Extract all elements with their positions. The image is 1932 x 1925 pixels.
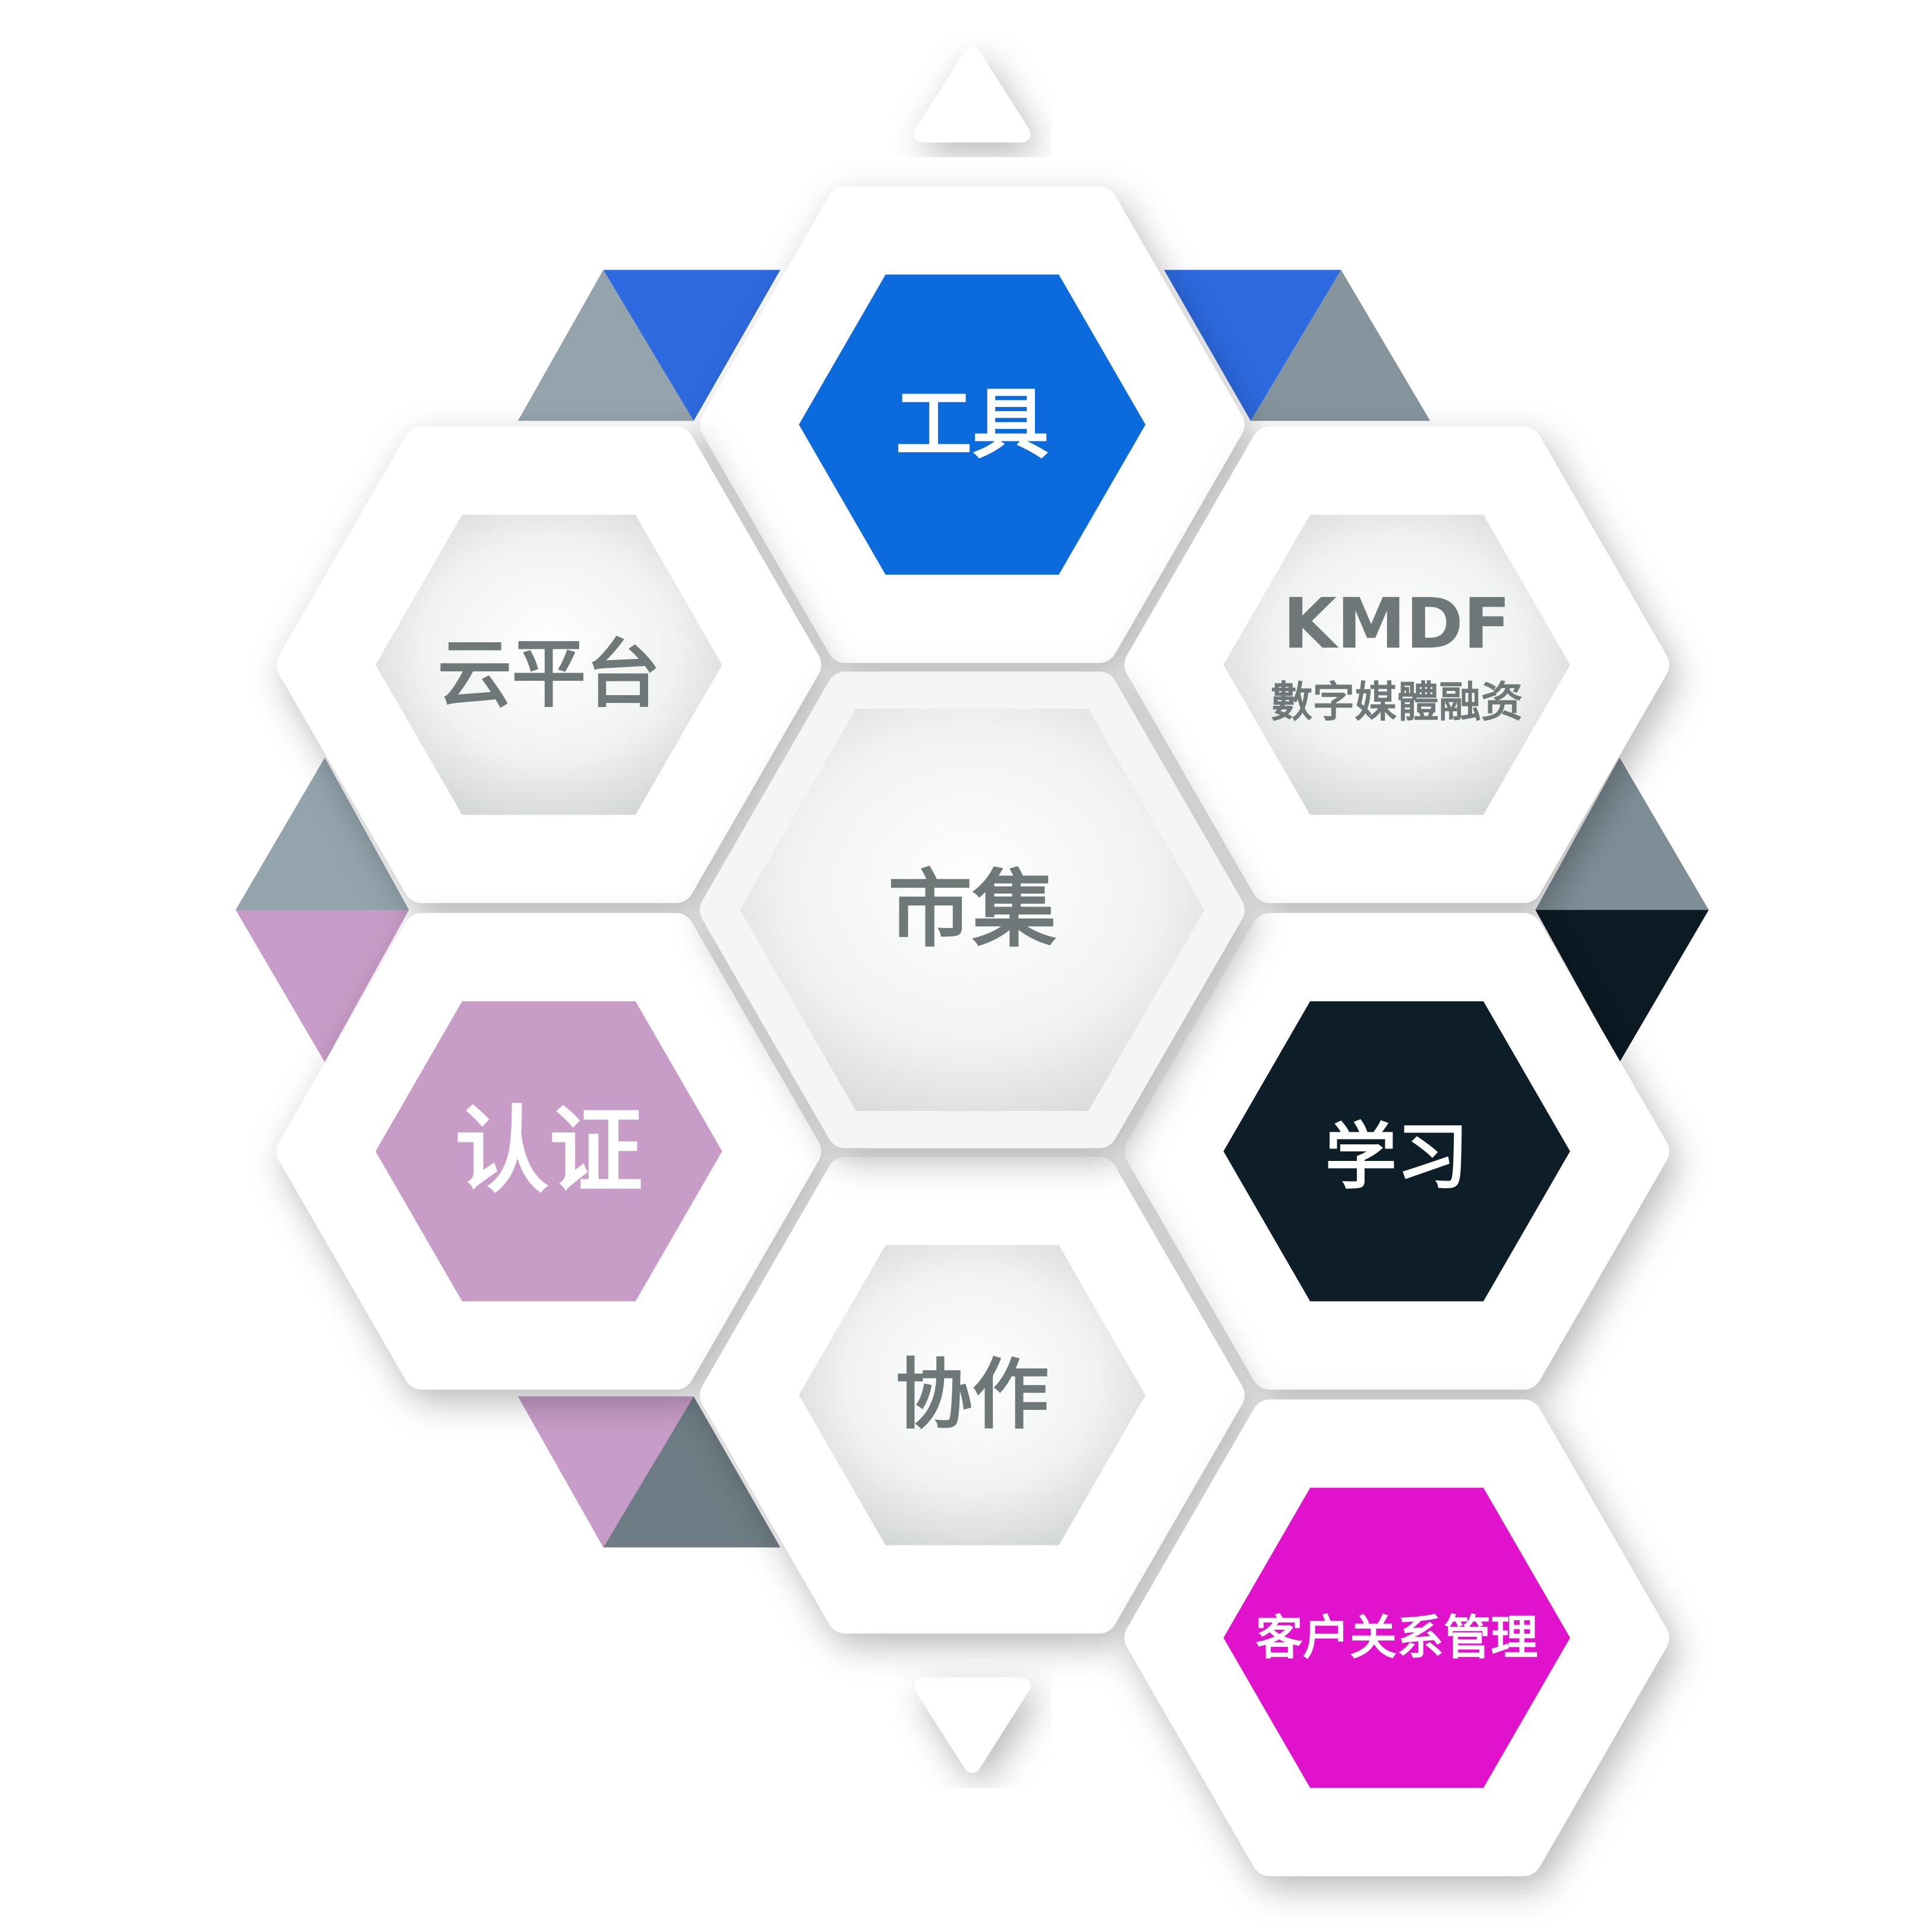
hex-cert[interactable]: 认证 — [276, 913, 822, 1390]
hex-label: 市集 — [888, 861, 1057, 959]
hex-tools[interactable]: 工具 — [700, 186, 1245, 663]
hex-fill — [1223, 515, 1570, 815]
hex-label: 云平台 — [437, 632, 660, 718]
hex-fill — [375, 1001, 722, 1302]
hex-center-market[interactable]: 市集 — [700, 671, 1245, 1148]
hex-cloud-platform[interactable]: 云平台 — [276, 426, 822, 903]
hex-label: 客户关系管理 — [1256, 1611, 1538, 1665]
bg-triangle-pink — [517, 1396, 694, 1548]
bg-triangle-dark — [1535, 910, 1709, 1062]
hex-fill — [798, 1245, 1146, 1545]
hex-label: 认证 — [454, 1097, 643, 1206]
up-arrow-icon[interactable] — [914, 47, 1031, 143]
hex-frame — [700, 671, 1245, 1148]
hex-kmdf[interactable]: KMDF 數字媒體融资 — [1124, 426, 1669, 903]
hex-label: 工具 — [895, 380, 1049, 469]
bg-triangle-blue — [603, 270, 781, 421]
hex-sublabel: 數字媒體融资 — [1271, 677, 1523, 727]
down-arrow-icon[interactable] — [914, 1677, 1031, 1773]
bg-triangle-gray — [235, 758, 409, 910]
hex-learn[interactable]: 学习 — [1124, 913, 1669, 1390]
background-triangles — [235, 270, 1709, 1548]
hex-collab[interactable]: 协作 — [700, 1157, 1245, 1634]
bg-triangle-gray — [603, 1396, 781, 1548]
bg-triangle-gray — [1535, 758, 1709, 910]
bg-triangle-pink — [235, 910, 409, 1062]
hex-crm[interactable]: 客户关系管理 — [1124, 1399, 1669, 1876]
hex-fill — [1223, 1001, 1570, 1302]
bg-triangle-gray — [1251, 270, 1431, 421]
hex-label: KMDF — [1283, 583, 1511, 664]
bg-triangle-blue — [1164, 270, 1341, 421]
hex-fill — [375, 515, 722, 815]
hex-label: 学习 — [1325, 1116, 1469, 1199]
hex-label: 协作 — [895, 1350, 1049, 1440]
hex-fill — [1223, 1488, 1570, 1788]
hex-fill — [798, 274, 1146, 575]
bg-triangle-gray — [517, 270, 694, 421]
